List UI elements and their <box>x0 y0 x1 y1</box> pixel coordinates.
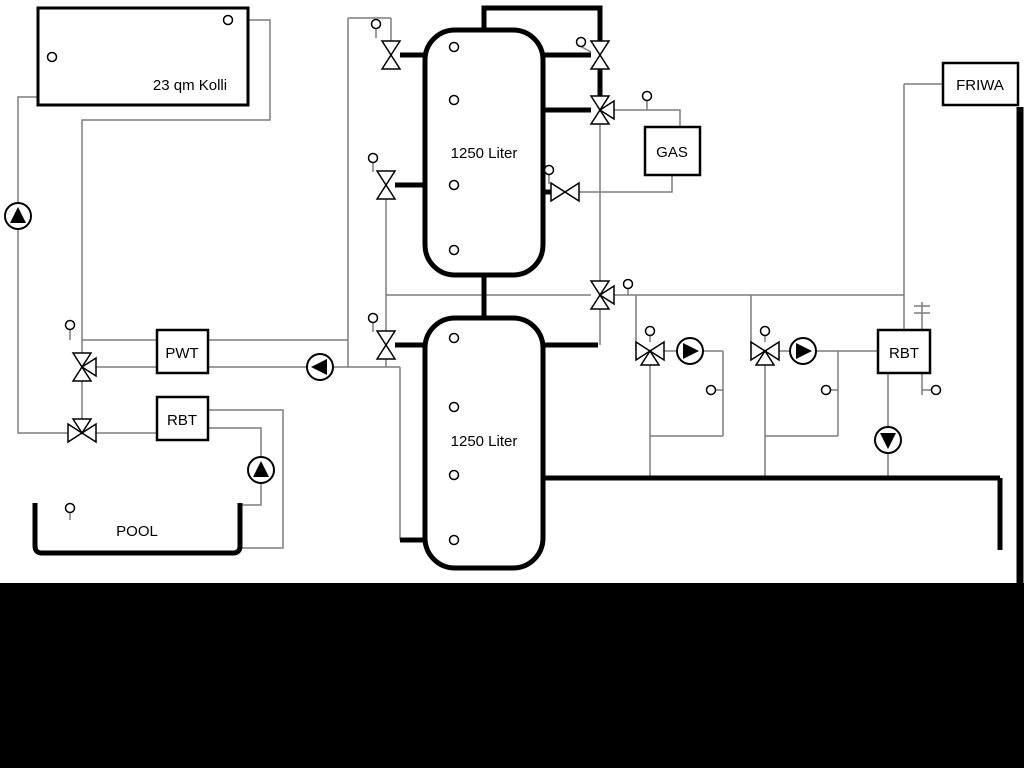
collector-label: 23 qm Kolli <box>153 77 227 94</box>
temperature-sensor-icon <box>367 312 379 324</box>
pool-pump-icon <box>247 456 275 484</box>
friwa-station-box <box>941 61 1020 107</box>
temperature-sensor-icon <box>930 384 942 396</box>
temperature-sensor-icon <box>820 384 832 396</box>
valve-icon <box>590 40 610 70</box>
pool-basin <box>32 503 243 556</box>
pwt-heat-exchanger-box <box>155 328 210 375</box>
rbt-right-label: RBT <box>889 345 919 362</box>
buffer-tank-1-label: 1250 Liter <box>451 145 518 162</box>
gas-boiler-box <box>643 125 702 177</box>
valve-icon <box>381 40 401 70</box>
temperature-sensor-icon <box>370 18 382 30</box>
temperature-sensor-icon <box>222 14 234 26</box>
rbt-left-label: RBT <box>167 412 197 429</box>
temperature-sensor-icon <box>448 179 460 191</box>
pwt-pump-icon <box>306 353 334 381</box>
temperature-sensor-icon <box>448 332 460 344</box>
heating-circuit-2-pump-icon <box>789 337 817 365</box>
buffer-tank-2-label: 1250 Liter <box>451 433 518 450</box>
three-way-valve-icon <box>590 95 615 125</box>
rbt-pump-icon <box>874 426 902 454</box>
temperature-sensor-icon <box>448 41 460 53</box>
pwt-label: PWT <box>165 345 198 362</box>
valve-icon <box>550 182 580 202</box>
temperature-sensor-icon <box>46 51 58 63</box>
three-way-valve-icon <box>635 341 665 366</box>
temperature-sensor-icon <box>64 502 76 514</box>
temperature-sensor-icon <box>705 384 717 396</box>
bottom-black-band <box>0 583 1024 768</box>
buffer-tank-2 <box>422 315 546 571</box>
temperature-sensor-icon <box>644 325 656 337</box>
pipes-thick <box>395 5 1003 550</box>
three-way-valve-icon <box>72 352 97 382</box>
valve-icon <box>376 330 396 360</box>
temperature-sensor-icon <box>64 319 76 331</box>
rbt-right-box <box>876 328 932 375</box>
solar-collector-box <box>36 6 250 107</box>
temperature-sensor-icon <box>448 534 460 546</box>
temperature-sensor-icon <box>448 469 460 481</box>
gas-boiler-label: GAS <box>656 144 688 161</box>
three-way-valve-icon <box>750 341 780 366</box>
rbt-left-box <box>155 395 210 442</box>
friwa-label: FRIWA <box>956 77 1004 94</box>
temperature-sensor-icon <box>448 244 460 256</box>
pool-label: POOL <box>116 523 158 540</box>
temperature-sensor-icon <box>448 401 460 413</box>
temperature-sensor-icon <box>543 164 555 176</box>
temperature-sensor-icon <box>641 90 653 102</box>
three-way-valve-icon <box>67 418 97 443</box>
heating-circuit-1-pump-icon <box>676 337 704 365</box>
temperature-sensor-icon <box>448 94 460 106</box>
three-way-valve-icon <box>590 280 615 310</box>
temperature-sensor-icon <box>575 36 587 48</box>
temperature-sensor-icon <box>367 152 379 164</box>
valve-icon <box>376 170 396 200</box>
solar-pump-icon <box>4 202 32 230</box>
diagram-canvas: 23 qm Kolli 1250 Liter 1250 Liter GAS FR… <box>4 5 1024 583</box>
temperature-sensor-icon <box>759 325 771 337</box>
buffer-tank-1 <box>422 27 546 278</box>
temperature-sensor-icon <box>622 278 634 290</box>
